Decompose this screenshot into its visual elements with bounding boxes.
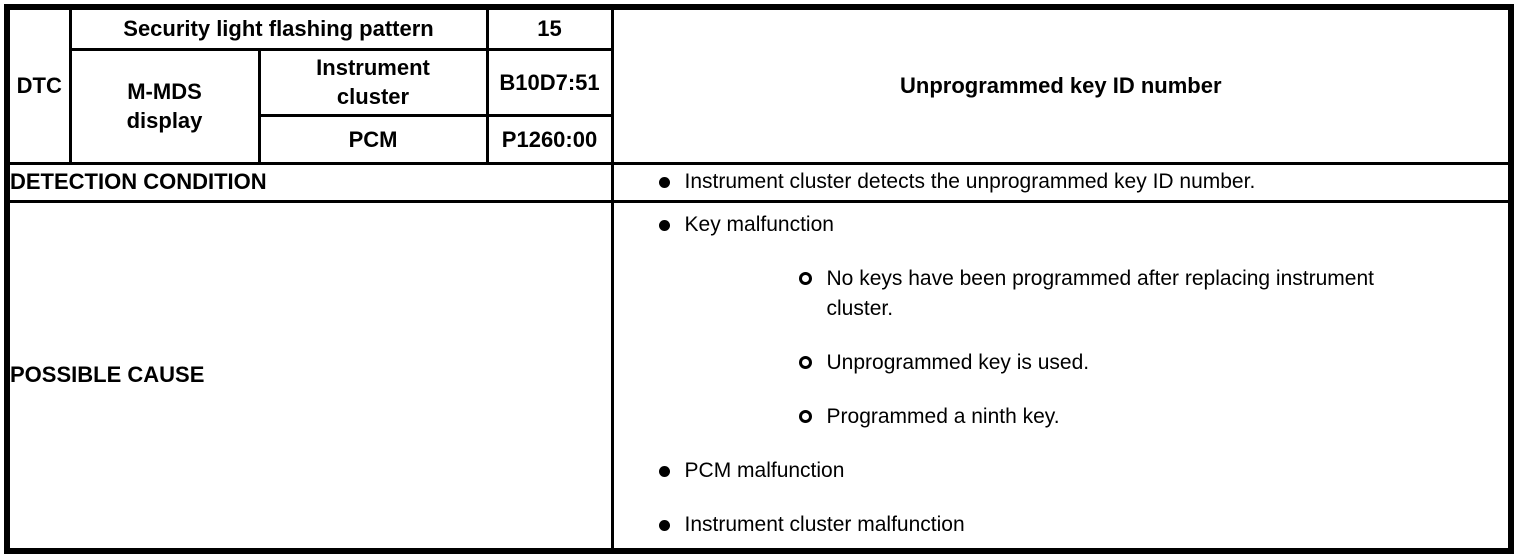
bullet-circle-icon — [798, 272, 812, 286]
list-sub-item: Programmed a ninth key. — [615, 402, 1508, 432]
possible-cause-item: Instrument cluster malfunction — [684, 513, 965, 537]
dtc-header-cell: DTC — [5, 5, 72, 165]
detection-condition-row: DETECTION CONDITION Instrument cluster d… — [5, 161, 1513, 203]
instrument-cluster-code: B10D7:51 — [499, 69, 600, 95]
bullet-circle-icon — [798, 410, 812, 424]
pcm-code-cell: P1260:00 — [485, 113, 614, 165]
pcm-source-cell: PCM — [257, 113, 489, 165]
list-item: Key malfunction — [615, 210, 1508, 240]
bullet-dot-icon — [658, 177, 670, 188]
possible-cause-sub-item: Programmed a ninth key. — [826, 405, 1060, 429]
possible-cause-content-cell: Key malfunction No keys have been progra… — [610, 199, 1513, 553]
instrument-cluster-row: M-MDS display Instrument cluster B10D7:5… — [7, 47, 1511, 165]
possible-cause-sub-item: Unprogrammed key is used. — [826, 351, 1090, 375]
possible-cause-sub-item: No keys have been programmed after repla… — [826, 267, 1374, 321]
mmds-display-line2: display — [126, 108, 203, 133]
possible-cause-label: POSSIBLE CAUSE — [10, 362, 205, 388]
pcm-row: PCM P1260:00 — [7, 113, 1511, 165]
list-sub-item: No keys have been programmed after repla… — [615, 264, 1508, 324]
pcm-code: P1260:00 — [501, 126, 598, 152]
detection-condition-item: Instrument cluster detects the unprogram… — [684, 170, 1256, 193]
detection-condition-label-cell: DETECTION CONDITION — [5, 161, 614, 203]
security-light-value-cell: 15 — [485, 5, 614, 51]
security-light-label: Security light flashing pattern — [123, 16, 434, 42]
dtc-label: DTC — [16, 73, 62, 99]
detection-condition-content-cell: Instrument cluster detects the unprogram… — [610, 161, 1513, 203]
list-item: Instrument cluster detects the unprogram… — [615, 167, 1508, 197]
possible-cause-item: Key malfunction — [684, 213, 834, 237]
possible-cause-item: PCM malfunction — [684, 459, 845, 483]
instrument-cluster-line1: Instrument — [316, 55, 430, 80]
security-light-value: 15 — [537, 16, 562, 42]
bullet-circle-icon — [798, 356, 812, 370]
mmds-display-cell: M-MDS display — [68, 47, 261, 165]
possible-cause-label-cell: POSSIBLE CAUSE — [5, 199, 614, 553]
instrument-cluster-source-cell: Instrument cluster — [257, 47, 489, 117]
security-light-label-cell: Security light flashing pattern — [68, 5, 489, 51]
possible-cause-row: POSSIBLE CAUSE Key malfunction No keys h… — [5, 199, 1513, 553]
detection-condition-label: DETECTION CONDITION — [10, 169, 267, 194]
dtc-table: DTC Security light flashing pattern 15 U… — [4, 4, 1514, 554]
pcm-label: PCM — [348, 126, 398, 152]
instrument-cluster-code-cell: B10D7:51 — [485, 47, 614, 117]
security-light-row: DTC Security light flashing pattern 15 U… — [5, 5, 1513, 165]
dtc-description-cell: Unprogrammed key ID number — [610, 5, 1513, 165]
bullet-dot-icon — [658, 520, 670, 532]
list-item: PCM malfunction — [615, 456, 1508, 486]
instrument-cluster-line2: cluster — [336, 84, 410, 109]
mmds-display-line1: M-MDS — [127, 79, 202, 104]
list-sub-item: Unprogrammed key is used. — [615, 348, 1508, 378]
list-item: Instrument cluster malfunction — [615, 510, 1508, 540]
bullet-dot-icon — [658, 220, 670, 232]
bullet-dot-icon — [658, 466, 670, 478]
dtc-description: Unprogrammed key ID number — [900, 72, 1222, 98]
